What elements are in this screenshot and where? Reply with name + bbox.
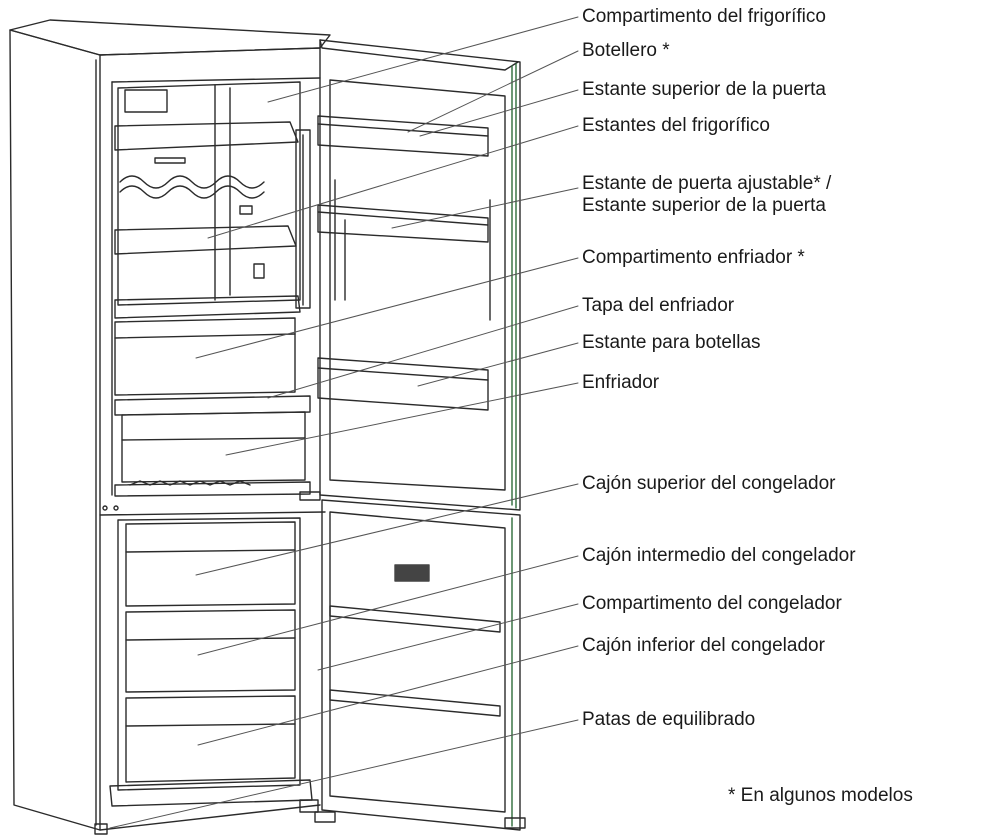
label-upper-freezer-drawer: Cajón superior del congelador: [582, 473, 836, 494]
cabinet-body: [9, 19, 331, 831]
label-upper-door-shelf: Estante superior de la puerta: [582, 79, 826, 100]
leader-line: [195, 257, 579, 359]
leader-line: [419, 89, 579, 137]
leader-lines: [109, 16, 579, 829]
label-leveling-feet: Patas de equilibrado: [582, 709, 756, 730]
chiller-drawer: [114, 395, 311, 497]
leader-line: [197, 645, 579, 746]
label-middle-freezer-drawer: Cajón intermedio del congelador: [582, 545, 856, 566]
leveling-feet: [94, 799, 319, 835]
leader-line: [417, 342, 579, 387]
label-upper-door-shelf-2: Estante superior de la puerta: [582, 195, 826, 216]
label-bottle-rack: Botellero *: [582, 40, 670, 61]
footnote: * En algunos modelos: [728, 785, 913, 806]
leader-line: [391, 187, 579, 229]
leader-line: [317, 603, 579, 671]
label-freezer-compartment: Compartimento del congelador: [582, 593, 842, 614]
label-chiller-compartment: Compartimento enfriador *: [582, 247, 805, 268]
leader-line: [207, 125, 579, 239]
label-adjustable-door-shelf: Estante de puerta ajustable* /: [582, 173, 832, 194]
leader-line: [195, 483, 579, 576]
fridge-door: [317, 39, 521, 511]
leader-line: [267, 16, 579, 103]
label-fridge-compartment: Compartimento del frigorífico: [582, 6, 826, 27]
leader-line: [407, 50, 579, 133]
leader-line: [109, 719, 579, 829]
label-lower-freezer-drawer: Cajón inferior del congelador: [582, 635, 825, 656]
label-chiller-cover: Tapa del enfriador: [582, 295, 735, 316]
chiller-compartment: [114, 317, 296, 396]
fridge-compartment: [114, 81, 311, 319]
freezer-door: [299, 491, 526, 831]
label-fridge-shelves: Estantes del frigorífico: [582, 115, 770, 136]
leader-line: [267, 305, 579, 399]
leader-line: [197, 555, 579, 656]
freezer-drawers: [102, 505, 313, 807]
leader-line: [225, 382, 579, 456]
label-chiller: Enfriador: [582, 372, 660, 393]
label-bottle-shelf: Estante para botellas: [582, 332, 761, 353]
